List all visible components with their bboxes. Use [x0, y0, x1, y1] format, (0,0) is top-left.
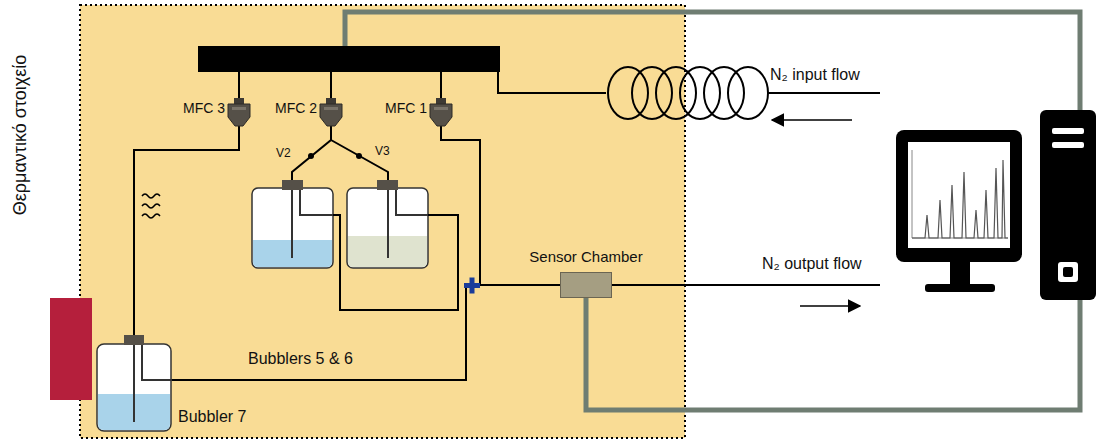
bubbler-bottle: [96, 335, 172, 432]
valve: [308, 153, 314, 159]
flow-label: N₂ input flow: [770, 66, 860, 84]
gas-line: [134, 126, 239, 335]
bubbler-bottle: [252, 180, 333, 268]
component-label: MFC 2: [275, 100, 317, 116]
valve-label: V3: [375, 145, 390, 159]
computer: [896, 110, 1096, 300]
component-label: MFC 3: [183, 100, 225, 116]
flow-arrow: [772, 119, 852, 121]
gas-line: [172, 285, 560, 380]
heat-waves: [142, 194, 160, 218]
bubbler-bottle: [347, 180, 428, 268]
mfc-symbol: [430, 98, 452, 126]
pipe: [768, 92, 880, 94]
flow-arrow: [800, 305, 860, 307]
valve-label: V2: [276, 147, 291, 161]
pipe: [238, 72, 240, 98]
sensor-chamber: Sensor Chamber: [560, 272, 612, 298]
pipe: [330, 72, 332, 98]
mixing-cross: [464, 278, 480, 294]
heating-coil: [608, 67, 768, 119]
pipe: [292, 126, 331, 182]
mass-flow-controller: MFC 3: [228, 98, 250, 126]
part-label: Bubblers 5 & 6: [248, 350, 353, 368]
pipe: [498, 72, 606, 93]
mass-flow-controller: MFC 1: [430, 98, 452, 126]
pipe: [612, 284, 880, 286]
pipe: [428, 215, 458, 285]
flow-label: N₂ output flow: [762, 255, 862, 273]
component-label: Sensor Chamber: [529, 248, 642, 265]
bubbler-bottle: Bubbler 7: [96, 335, 172, 432]
data-cable: [586, 298, 1080, 410]
component-label: Bubbler 7: [178, 408, 247, 426]
valve: [356, 153, 362, 159]
pipe: [333, 215, 458, 310]
component-label: MFC 1: [385, 100, 427, 116]
mfc-symbol: [320, 98, 342, 126]
heated-enclosure: [80, 5, 685, 438]
pipe: [440, 72, 442, 98]
mfc-symbol: [228, 98, 250, 126]
mass-flow-controller: MFC 2: [320, 98, 342, 126]
manifold-bar: [198, 46, 500, 72]
heating-element: Θερμαντικό στοιχείο: [50, 298, 92, 400]
component-label: Θερμαντικό στοιχείο: [10, 55, 31, 215]
